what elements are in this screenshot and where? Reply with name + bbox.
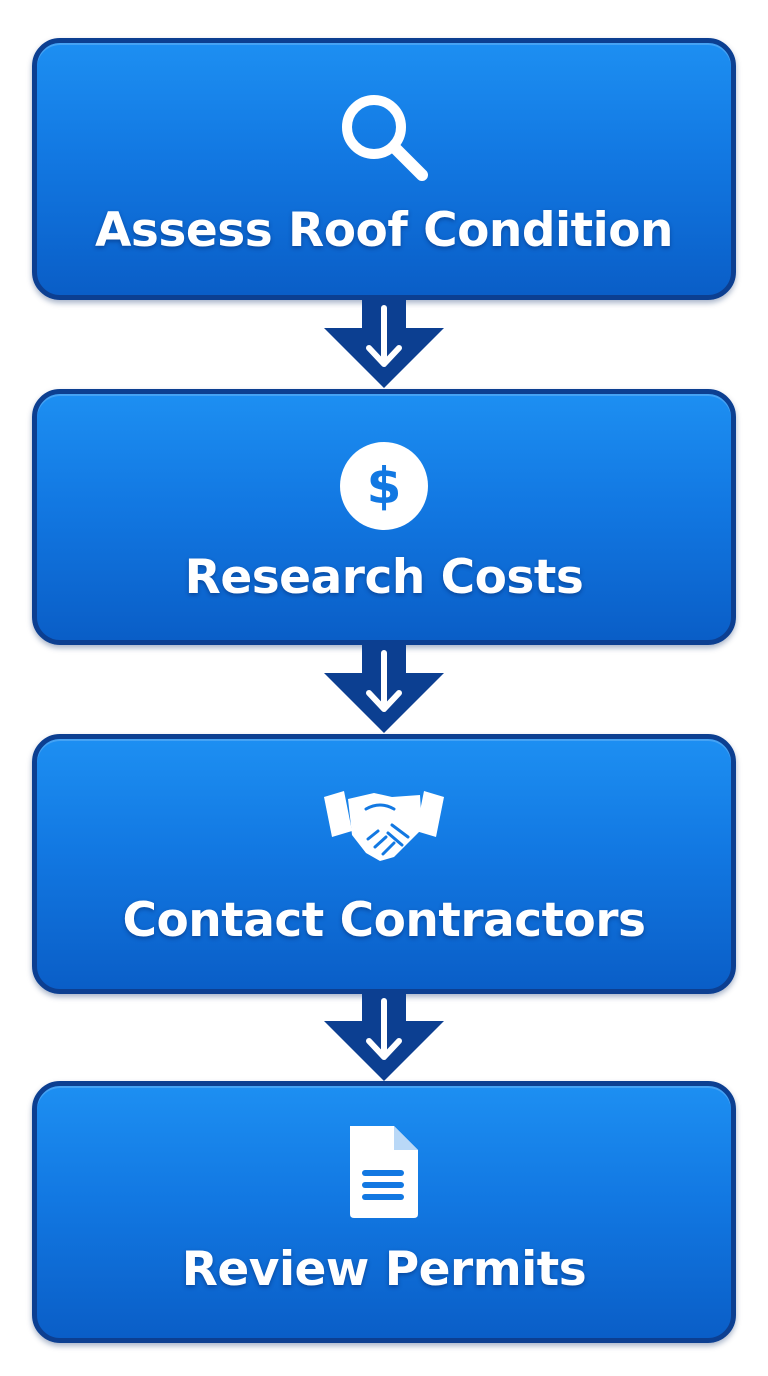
step-label: Assess Roof Condition xyxy=(95,203,673,258)
down-arrow-connector xyxy=(324,643,444,733)
down-arrow-icon xyxy=(366,305,402,367)
step-research-costs: $ Research Costs xyxy=(32,389,736,645)
magnifying-glass-icon xyxy=(342,95,428,181)
down-arrow-connector xyxy=(324,991,444,1081)
svg-text:$: $ xyxy=(367,457,402,515)
dollar-coin-icon: $ xyxy=(340,442,428,530)
step-label: Review Permits xyxy=(181,1242,587,1297)
down-arrow-icon xyxy=(366,998,402,1060)
step-label: Research Costs xyxy=(184,550,584,605)
down-arrow-icon xyxy=(366,650,402,712)
document-icon xyxy=(350,1126,418,1218)
step-assess-roof-condition: Assess Roof Condition xyxy=(32,38,736,300)
step-contact-contractors: Contact Contractors xyxy=(32,734,736,994)
down-arrow-connector xyxy=(324,298,444,388)
step-review-permits: Review Permits xyxy=(32,1081,736,1343)
step-label: Contact Contractors xyxy=(122,893,647,948)
handshake-icon xyxy=(324,791,444,861)
